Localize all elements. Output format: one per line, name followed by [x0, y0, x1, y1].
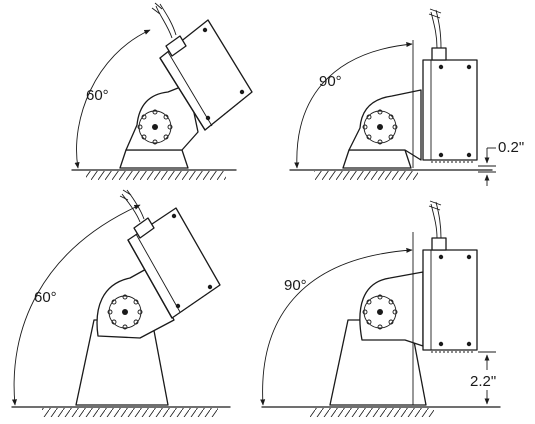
dimension-label: 0.2" [498, 139, 524, 156]
bolt-circle [362, 109, 398, 145]
mount-base [329, 271, 427, 406]
cable-connector [412, 8, 447, 168]
panel-bottom-left: 60° [11, 189, 231, 417]
panel-bottom-right: 90° [260, 200, 501, 417]
sensor-housing [422, 59, 478, 163]
ground-hatch [11, 406, 231, 417]
bolt-circle [362, 294, 398, 330]
sensor-housing [127, 207, 221, 319]
cable-connector [412, 200, 447, 405]
sensor-housing [422, 249, 478, 353]
cable-connector [151, 2, 187, 57]
angle-label: 60° [86, 87, 109, 104]
bolt-circle [107, 294, 143, 330]
ground-hatch [289, 169, 493, 180]
angle-arc: 60° [74, 29, 151, 169]
ground-hatch [71, 169, 237, 180]
cable-connector [119, 189, 155, 239]
angle-label: 90° [284, 277, 307, 294]
angle-arc: 60° [11, 204, 141, 406]
mount-base [119, 83, 199, 169]
angle-arc: 90° [260, 247, 413, 406]
bolt-circle [137, 109, 173, 145]
ground-hatch [261, 406, 501, 417]
angle-label: 90° [319, 73, 342, 90]
angle-label: 60° [34, 289, 57, 306]
angle-arc: 90° [294, 42, 413, 169]
panel-top-left: 60° [71, 2, 253, 180]
panel-top-right: 90° [289, 8, 524, 186]
dimension-callout: 2.2" [470, 351, 496, 405]
dimension-callout: 0.2" [478, 139, 524, 186]
mount-base [342, 89, 422, 169]
dimension-label: 2.2" [470, 373, 496, 390]
